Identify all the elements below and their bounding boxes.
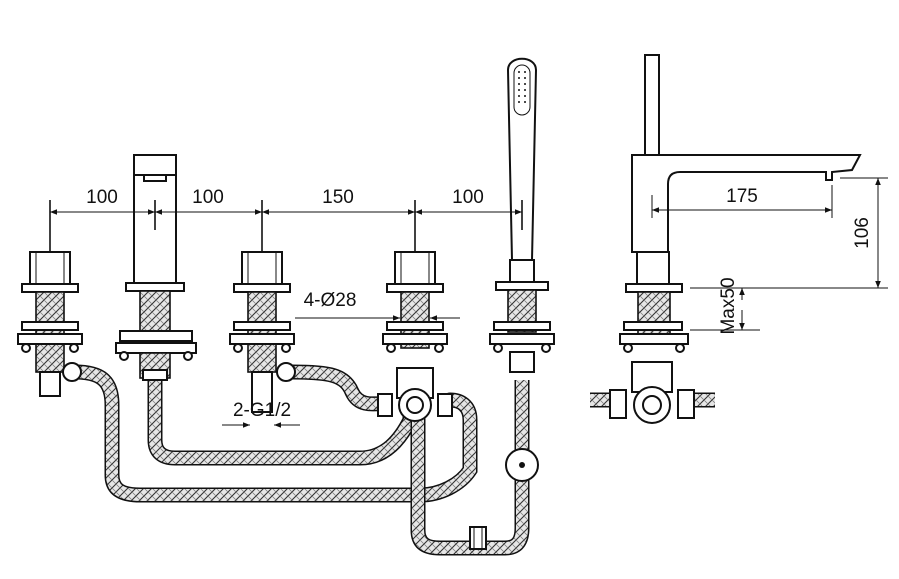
spacing-label-3: 150 [322,187,354,208]
spacing-label-1: 100 [86,187,118,208]
dimension-lines [50,177,888,428]
inlet-thread-label: 2-G1/2 [233,400,291,421]
diverter-valve [377,200,453,422]
dimension-labels: 100 100 150 100 4-Ø28 2-G1/2 175 106 Max… [86,186,873,421]
spout-reach-label: 175 [726,186,758,207]
spacing-label-4: 100 [452,187,484,208]
spout [115,154,197,381]
left-valve [17,200,83,397]
spout-side-view [609,54,862,424]
hand-shower [489,57,555,373]
max-deck-label: Max50 [718,277,739,334]
spout-height-label: 106 [852,217,873,249]
hose-connector-nut [469,526,487,550]
middle-valve [229,200,296,413]
hole-diameter-label: 4-Ø28 [304,290,357,311]
spacing-label-2: 100 [192,187,224,208]
hoses [67,364,715,556]
